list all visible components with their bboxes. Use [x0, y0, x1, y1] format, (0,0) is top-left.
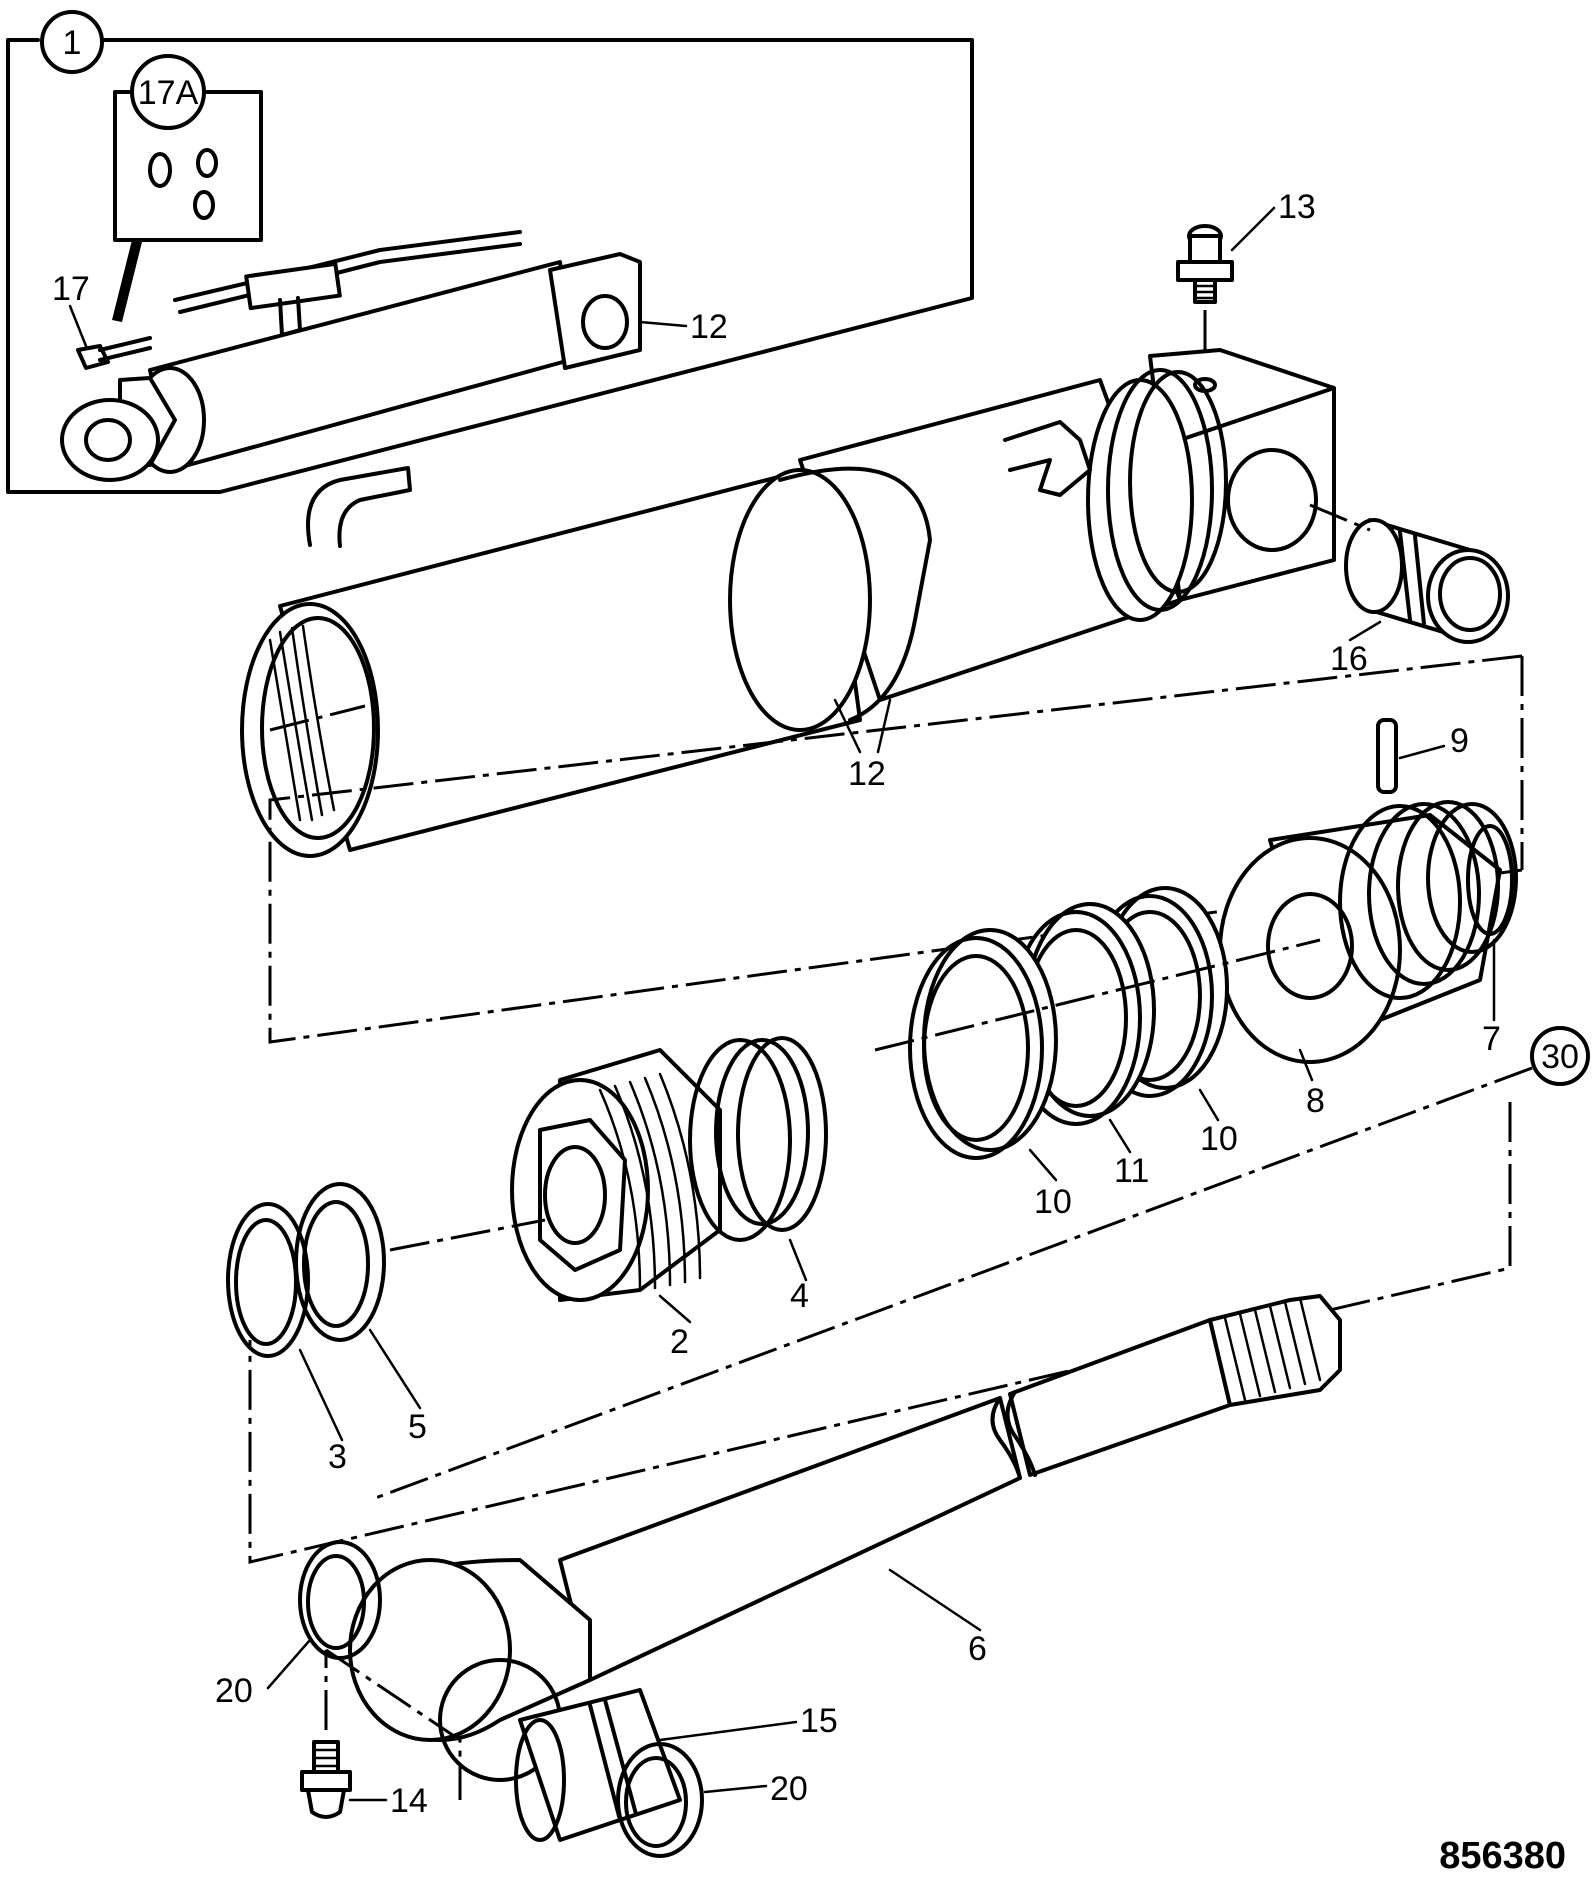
- barrel-open-end: [240, 602, 380, 858]
- barrel-break-section: [728, 468, 872, 732]
- cylinder-barrel-12: [240, 348, 1336, 858]
- seal-ring-11: [1010, 902, 1156, 1126]
- figure-number: 856380: [1439, 1835, 1566, 1877]
- o-ring-4: [736, 1036, 828, 1232]
- label-10a: 10: [1034, 1183, 1072, 1221]
- pin-9: [1376, 718, 1398, 794]
- label-4: 4: [790, 1277, 809, 1315]
- callout-circle-17a: [130, 54, 206, 130]
- callout-1: 1: [63, 24, 82, 62]
- label-7: 7: [1482, 1020, 1501, 1058]
- label-14: 14: [390, 1782, 428, 1820]
- label-9: 9: [1450, 722, 1469, 760]
- label-13: 13: [1278, 188, 1316, 226]
- gland-2: [510, 1038, 810, 1302]
- label-20b: 20: [770, 1770, 808, 1808]
- callout-17a: 17A: [138, 74, 199, 112]
- label-6: 6: [968, 1630, 987, 1668]
- label-10b: 10: [1200, 1120, 1238, 1158]
- piston-8: [1218, 800, 1518, 1064]
- inset-cylinder-head: [548, 252, 642, 370]
- o-ring-17a: [193, 190, 215, 220]
- label-12-main: 12: [848, 755, 886, 793]
- o-ring-17a: [148, 152, 172, 188]
- pointer-arrow: [112, 240, 142, 322]
- label-3: 3: [328, 1438, 347, 1476]
- label-5: 5: [408, 1408, 427, 1446]
- grease-nipple-14: [300, 1740, 352, 1819]
- label-20a: 20: [215, 1672, 253, 1710]
- label-8: 8: [1306, 1082, 1325, 1120]
- inset-rod-eye: [60, 398, 160, 482]
- piston-face: [1218, 836, 1402, 1064]
- callout-30: 30: [1541, 1038, 1579, 1076]
- piston-rod-6: [348, 1294, 1342, 1782]
- seal-7: [1466, 824, 1514, 936]
- label-11: 11: [1114, 1152, 1149, 1190]
- inset-assembly-box: 1 17A: [6, 10, 974, 494]
- label-12-inset: 12: [690, 308, 728, 346]
- label-16: 16: [1330, 640, 1368, 678]
- label-17: 17: [52, 270, 90, 308]
- grease-nipple-13: [1176, 224, 1234, 304]
- callout-circle-30: [1530, 1026, 1590, 1086]
- callout-circle-1: [40, 10, 104, 74]
- bushing-15: [514, 1688, 682, 1842]
- bushing-16: [1344, 518, 1510, 644]
- label-2: 2: [670, 1323, 689, 1361]
- wear-ring-10a: [908, 928, 1058, 1160]
- ring-5: [294, 1182, 386, 1342]
- label-15: 15: [800, 1702, 838, 1740]
- seal-20b: [616, 1742, 704, 1858]
- inset-cylinder-body: [148, 260, 572, 472]
- inset-bolt-17: [76, 344, 110, 370]
- o-ring-17a: [196, 148, 218, 178]
